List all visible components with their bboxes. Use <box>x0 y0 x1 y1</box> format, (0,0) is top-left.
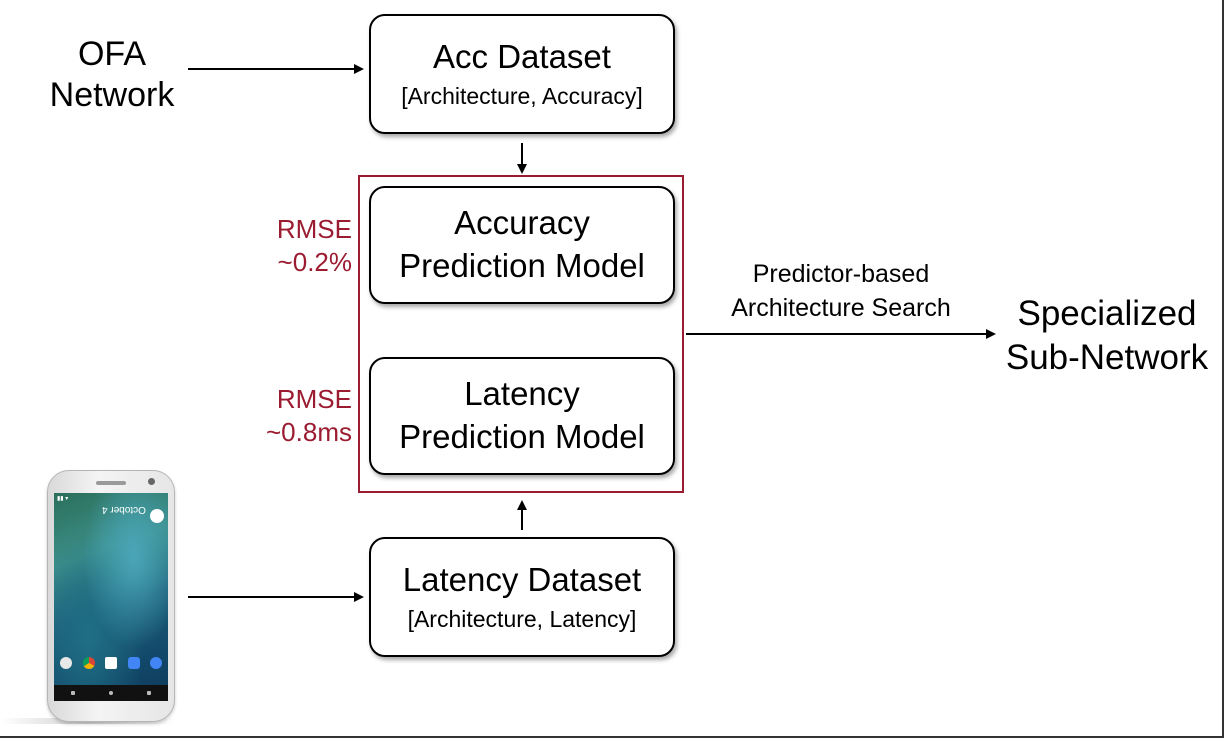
output-line2: Sub-Network <box>1005 337 1209 377</box>
predictor-models-group <box>358 175 684 493</box>
search-label: Predictor-based Architecture Search <box>705 258 977 326</box>
phone-status-bar: ▮▮ ▾ <box>57 496 69 502</box>
camera-app-icon <box>60 657 72 669</box>
search-line2: Architecture Search <box>731 293 951 322</box>
phone-nav-bar <box>54 685 168 701</box>
accuracy-model-line1: Accuracy <box>454 204 590 242</box>
ofa-line1: OFA <box>77 35 147 73</box>
output-line1: Specialized <box>1017 294 1197 333</box>
accuracy-prediction-model-box: Accuracy Prediction Model <box>369 186 675 304</box>
latency-model-line1: Latency <box>464 375 580 413</box>
accuracy-model-line2: Prediction Model <box>399 247 645 284</box>
accuracy-rmse-value: ~0.2% <box>277 246 352 277</box>
nav-recents-icon <box>147 691 151 695</box>
latency-rmse: RMSE ~0.8ms <box>230 383 352 448</box>
phone-app-dock <box>60 657 162 671</box>
accuracy-rmse: RMSE ~0.2% <box>240 213 352 278</box>
latency-dataset-title: Latency Dataset <box>402 561 642 599</box>
latency-model-line2: Prediction Model <box>399 418 645 455</box>
acc-dataset-box: Acc Dataset [Architecture, Accuracy] <box>369 14 675 134</box>
phone-app-icon <box>150 657 162 669</box>
nav-back-icon <box>71 691 75 695</box>
slide-border-right <box>1222 0 1224 738</box>
smartphone-image: ▮▮ ▾ October 4 <box>47 470 175 722</box>
phone-camera <box>148 478 155 485</box>
nav-home-icon <box>109 691 113 695</box>
latency-rmse-value: ~0.8ms <box>266 416 352 447</box>
messages-app-icon <box>127 657 140 669</box>
slide-border-bottom <box>0 736 1224 738</box>
specialized-subnetwork-label: Specialized Sub-Network <box>996 292 1218 380</box>
phone-date-widget: October 4 <box>102 504 146 515</box>
latency-rmse-label: RMSE <box>276 384 352 414</box>
latency-dataset-box: Latency Dataset [Architecture, Latency] <box>369 537 675 657</box>
chrome-app-icon <box>82 657 95 669</box>
latency-dataset-subtitle: [Architecture, Latency] <box>407 605 637 632</box>
phone-screen: ▮▮ ▾ October 4 <box>54 493 168 701</box>
acc-dataset-title: Acc Dataset <box>433 38 611 76</box>
google-search-widget-icon <box>150 509 164 523</box>
ofa-network-label: OFA Network <box>38 34 186 116</box>
search-line1: Predictor-based <box>752 260 930 288</box>
latency-prediction-model-box: Latency Prediction Model <box>369 357 675 475</box>
phone-speaker <box>96 481 126 485</box>
ofa-line2: Network <box>49 75 175 114</box>
accuracy-rmse-label: RMSE <box>276 214 352 244</box>
acc-dataset-subtitle: [Architecture, Accuracy] <box>401 82 643 109</box>
gmail-app-icon <box>105 657 117 669</box>
